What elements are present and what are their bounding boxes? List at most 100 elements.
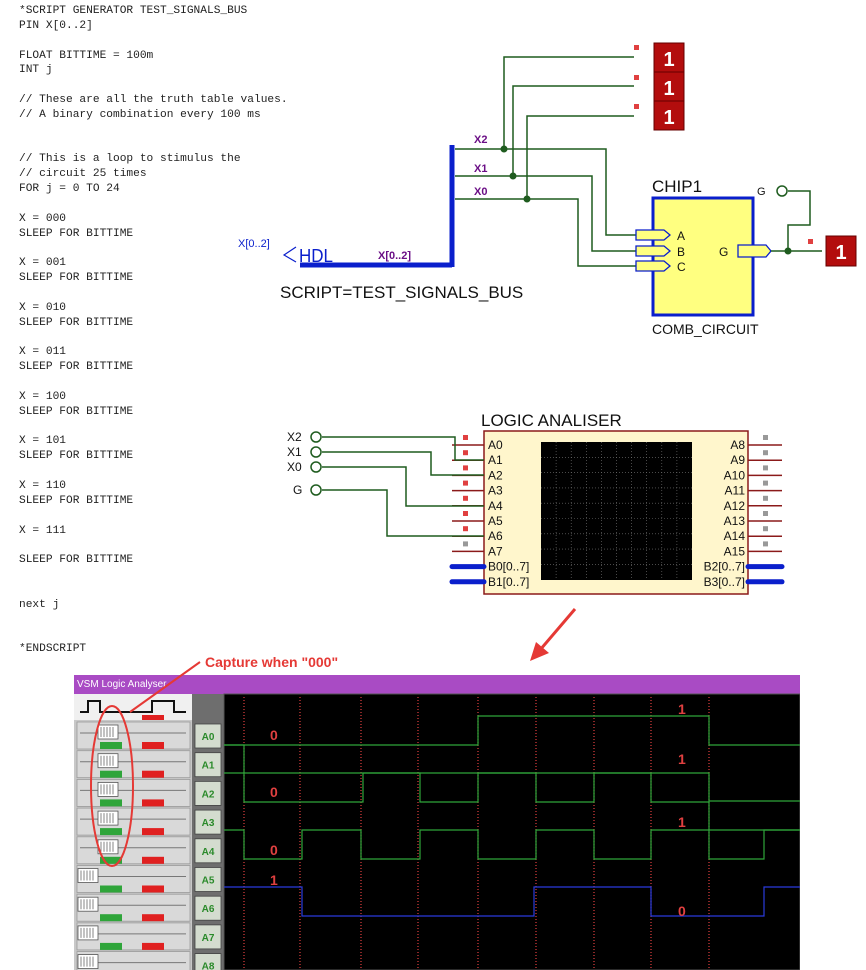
capture-value-left: 0 <box>270 842 278 858</box>
wire-label-x1: X1 <box>474 163 487 175</box>
svg-text:C: C <box>677 260 686 274</box>
script-line: FLOAT BITTIME = 100m <box>19 49 154 62</box>
channel-control-row[interactable] <box>76 836 191 865</box>
logic-probe-x0: 1 <box>634 100 685 131</box>
script-line: SLEEP FOR BITTIME <box>19 316 134 329</box>
svg-text:1: 1 <box>663 78 674 100</box>
bus-terminal-icon <box>282 246 297 263</box>
script-line: PIN X[0..2] <box>19 19 93 32</box>
logic-probe-g: 1 <box>808 235 857 267</box>
chip-name: CHIP1 <box>652 177 702 196</box>
signal-trace <box>224 829 800 860</box>
pointer-arrow <box>530 608 577 661</box>
svg-text:A: A <box>677 229 685 243</box>
channel-label: A2 <box>194 781 222 806</box>
svg-text:A8: A8 <box>202 962 215 970</box>
analyser-pin-right: A8 <box>730 438 745 452</box>
svg-text:X0: X0 <box>287 460 302 474</box>
wire-label-x0: X0 <box>474 186 487 198</box>
analyser-pin-left: A1 <box>488 453 503 467</box>
analyser-pin-left: A2 <box>488 468 503 482</box>
capture-value-left: 0 <box>270 727 278 743</box>
channel-control-row[interactable] <box>76 779 191 807</box>
script-line: X = 100 <box>19 390 66 403</box>
channel-control-row[interactable] <box>76 893 191 922</box>
channel-label: A7 <box>194 924 222 950</box>
signal-trace <box>224 772 800 831</box>
output-wire <box>771 190 822 252</box>
script-line: SLEEP FOR BITTIME <box>19 494 134 507</box>
channel-label: A3 <box>194 809 222 835</box>
svg-text:A1: A1 <box>202 761 215 772</box>
analyser-pin-left: A5 <box>488 514 503 528</box>
script-label: SCRIPT=TEST_SIGNALS_BUS <box>280 283 523 302</box>
capture-value-right: 1 <box>678 814 686 830</box>
hdl-label: HDL <box>299 246 333 266</box>
script-line: *ENDSCRIPT <box>19 643 87 656</box>
channel-control-row[interactable] <box>76 721 191 750</box>
channel-control-row[interactable] <box>76 865 191 893</box>
logic-probe-x2: 1 <box>634 42 685 73</box>
channel-control-row[interactable] <box>76 951 191 970</box>
script-line: next j <box>19 598 60 611</box>
capture-value-right: 1 <box>678 701 686 717</box>
script-line: SLEEP FOR BITTIME <box>19 405 134 418</box>
channel-control-row[interactable] <box>76 750 191 779</box>
script-line: X = 111 <box>19 524 66 537</box>
capture-annotation: Capture when "000" <box>205 654 338 670</box>
analyser-pin-left: A6 <box>488 529 503 543</box>
script-line: SLEEP FOR BITTIME <box>19 227 134 240</box>
output-terminal-g <box>776 185 788 197</box>
capture-value-right: 1 <box>678 751 686 767</box>
script-line: X = 101 <box>19 435 66 448</box>
analyser-pin-left: B0[0..7] <box>488 560 529 574</box>
analyser-pin-left: B1[0..7] <box>488 575 529 589</box>
svg-text:A2: A2 <box>202 789 215 800</box>
capture-value-left: 0 <box>270 784 278 800</box>
channel-control-row[interactable] <box>76 922 191 951</box>
channel-label: A0 <box>194 723 222 749</box>
script-line: FOR j = 0 TO 24 <box>19 183 120 196</box>
svg-text:A0: A0 <box>202 732 215 743</box>
analyser-pin-left: A7 <box>488 544 503 558</box>
analyser-pin-left: A4 <box>488 499 503 513</box>
script-line: SLEEP FOR BITTIME <box>19 554 134 567</box>
analyser-pin-left: A0 <box>488 438 503 452</box>
window-title: VSM Logic Analyser <box>74 675 800 694</box>
analyser-pin-right: A12 <box>724 499 746 513</box>
script-line: X = 001 <box>19 257 66 270</box>
analyser-pin-right: A9 <box>730 453 745 467</box>
channel-label: A1 <box>194 752 222 778</box>
svg-text:A7: A7 <box>202 933 215 944</box>
script-line: X = 011 <box>19 346 66 359</box>
signal-wires <box>455 56 636 267</box>
script-line: X = 010 <box>19 301 66 314</box>
analyser-pin-right: B2[0..7] <box>704 560 745 574</box>
chip-type: COMB_CIRCUIT <box>652 321 759 337</box>
svg-text:G: G <box>293 483 302 497</box>
script-line: // This is a loop to stimulus the <box>19 153 241 166</box>
channel-control-row[interactable] <box>76 807 191 836</box>
analyser-pin-right: A11 <box>725 484 746 498</box>
signal-trace <box>224 886 800 917</box>
svg-text:A3: A3 <box>202 818 215 829</box>
logic-probe-x1: 1 <box>634 71 685 102</box>
svg-text:X2: X2 <box>287 430 302 444</box>
capture-value-right: 0 <box>678 903 686 919</box>
svg-text:A4: A4 <box>202 847 215 858</box>
script-line: // A binary combination every 100 ms <box>19 108 261 121</box>
trigger-icon <box>74 694 192 720</box>
analyser-pin-right: B3[0..7] <box>704 575 745 589</box>
svg-text:G: G <box>719 245 728 259</box>
schematic: X[0..2] HDL X[0..2] SCRIPT=TEST_SIGNALS_… <box>205 42 857 670</box>
analyser-title: LOGIC ANALISER <box>481 411 622 430</box>
svg-text:A6: A6 <box>202 904 215 915</box>
analyser-pins: A0A1A2A3A4A5A6A7B0[0..7]B1[0..7]A8A9A10A… <box>449 435 785 589</box>
analyser-pin-right: A13 <box>724 514 746 528</box>
analyser-pin-left: A3 <box>488 484 503 498</box>
svg-text:G: G <box>757 186 766 198</box>
svg-text:X1: X1 <box>287 445 302 459</box>
script-line: INT j <box>19 64 53 77</box>
